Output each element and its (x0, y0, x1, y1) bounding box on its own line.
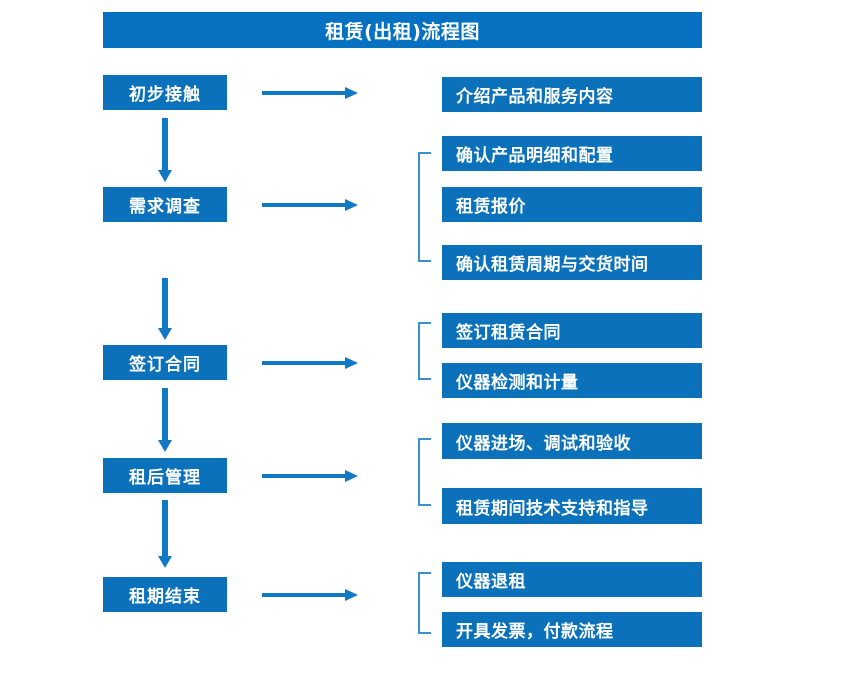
stage-box-initial-contact[interactable]: 初步接触 (103, 75, 227, 110)
arrow-down-stage-1-to-2 (158, 118, 172, 182)
arrow-shaft (262, 593, 346, 597)
arrow-down-stage-4-to-5 (158, 500, 172, 568)
arrow-head-icon (158, 328, 172, 340)
arrow-down-stage-3-to-4 (158, 388, 172, 452)
detail-box-technical-support[interactable]: 租赁期间技术支持和指导 (442, 488, 702, 524)
arrow-right-stage-2 (262, 199, 358, 211)
detail-box-confirm-product-spec[interactable]: 确认产品明细和配置 (442, 136, 702, 171)
stage-box-requirement-survey[interactable]: 需求调查 (103, 187, 227, 222)
arrow-shaft (162, 118, 168, 170)
stage-box-post-rental-management[interactable]: 租后管理 (103, 458, 227, 493)
arrow-head-icon (345, 589, 358, 601)
arrow-shaft (162, 278, 168, 328)
arrow-head-icon (158, 170, 172, 182)
detail-box-rental-quotation[interactable]: 租赁报价 (442, 187, 702, 222)
arrow-head-icon (158, 440, 172, 452)
detail-box-instrument-return[interactable]: 仪器退租 (442, 562, 702, 597)
arrow-right-stage-5 (262, 589, 358, 601)
bracket-connector-stage-5 (418, 572, 431, 634)
arrow-head-icon (345, 470, 358, 482)
arrow-shaft (262, 361, 346, 365)
arrow-shaft (262, 91, 346, 95)
arrow-shaft (262, 203, 346, 207)
stage-box-sign-contract[interactable]: 签订合同 (103, 345, 227, 380)
bracket-connector-stage-2 (418, 152, 431, 262)
arrow-head-icon (345, 87, 358, 99)
stage-box-lease-end[interactable]: 租期结束 (103, 577, 227, 612)
detail-box-confirm-period-delivery[interactable]: 确认租赁周期与交货时间 (442, 245, 702, 280)
arrow-head-icon (158, 556, 172, 568)
detail-box-introduce-products[interactable]: 介绍产品和服务内容 (442, 77, 702, 112)
arrow-shaft (162, 500, 168, 556)
bracket-connector-stage-3 (418, 322, 431, 380)
arrow-down-stage-2-to-3 (158, 278, 172, 340)
detail-box-sign-lease-agreement[interactable]: 签订租赁合同 (442, 313, 702, 348)
arrow-right-stage-1 (262, 87, 358, 99)
bracket-connector-stage-4 (418, 438, 431, 506)
detail-box-invoice-payment[interactable]: 开具发票，付款流程 (442, 612, 702, 647)
arrow-right-stage-4 (262, 470, 358, 482)
arrow-right-stage-3 (262, 357, 358, 369)
arrow-shaft (262, 474, 346, 478)
arrow-head-icon (345, 199, 358, 211)
detail-box-instrument-entry-commissioning[interactable]: 仪器进场、调试和验收 (442, 423, 702, 459)
detail-box-instrument-inspection[interactable]: 仪器检测和计量 (442, 363, 702, 398)
arrow-shaft (162, 388, 168, 440)
page-title: 租赁(出租)流程图 (103, 12, 702, 48)
arrow-head-icon (345, 357, 358, 369)
